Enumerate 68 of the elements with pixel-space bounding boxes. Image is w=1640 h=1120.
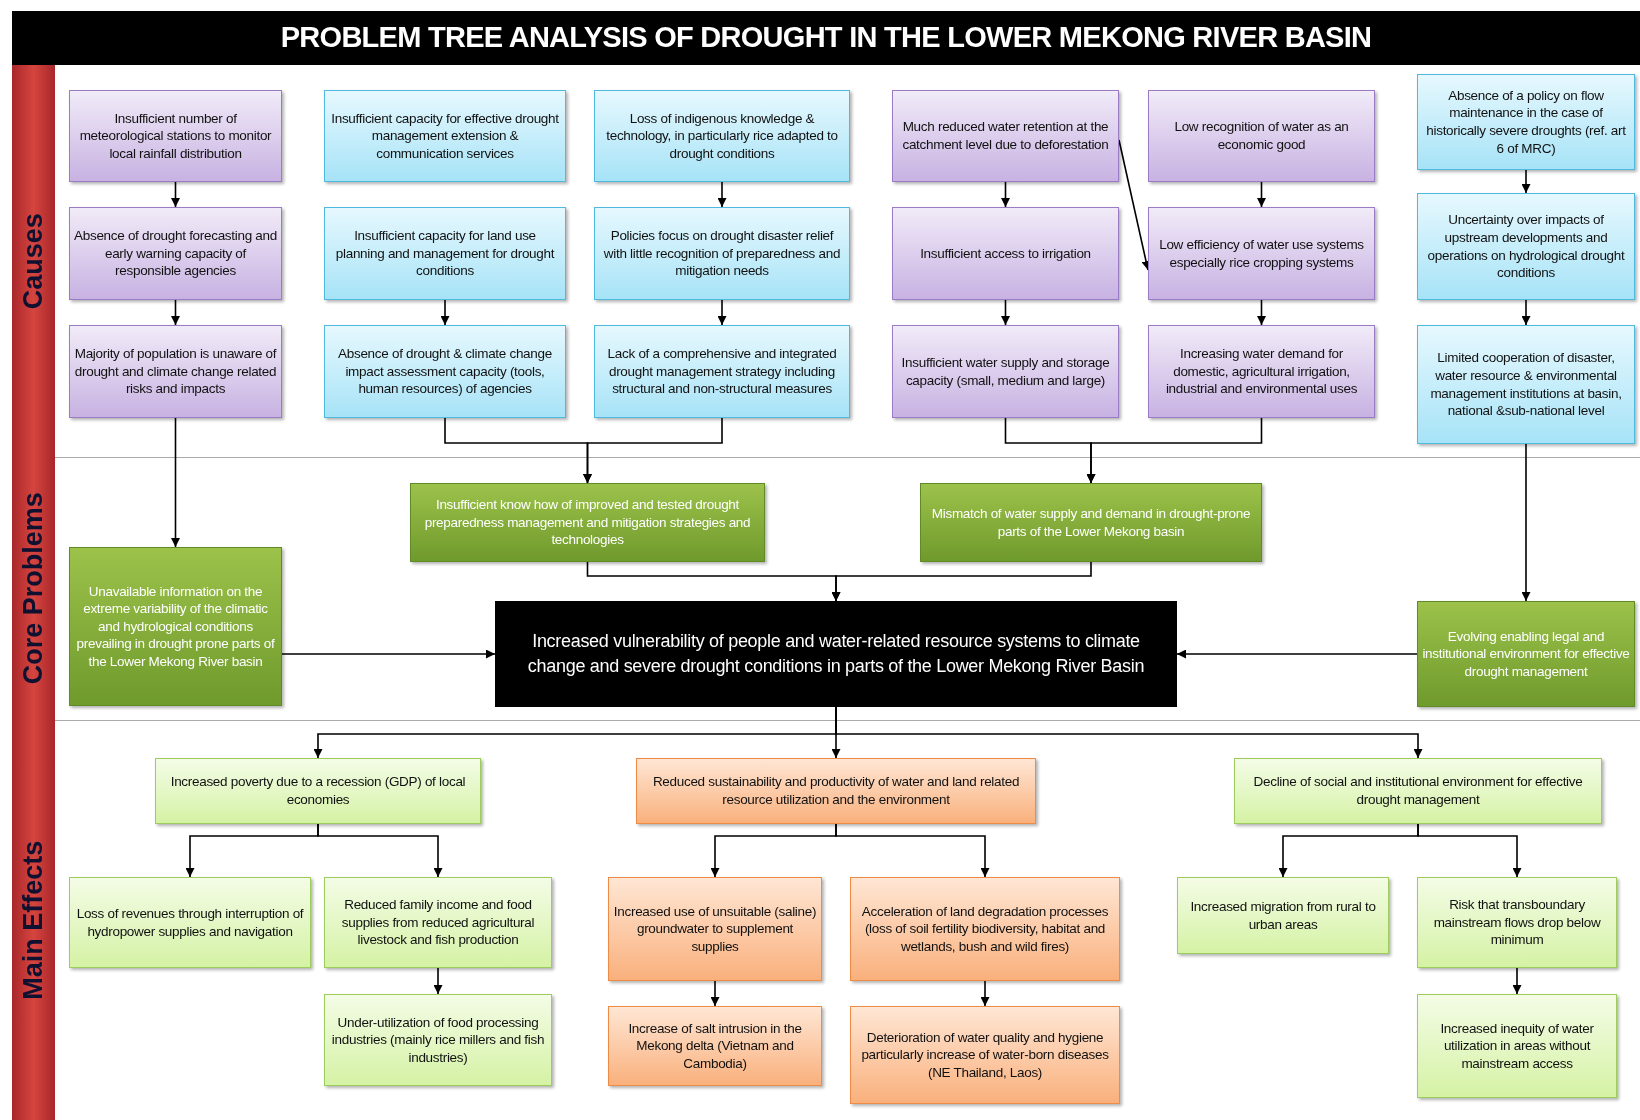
core-problem-box: Unavailable information on the extreme variability of the climatic and hydrological conditions prevailing in drought prone parts of the Lower Mekong River basin <box>69 547 282 706</box>
arrow <box>433 967 443 995</box>
cause-box: Insufficient capacity for effective drought management extension & communication services <box>324 90 566 182</box>
arrow <box>1521 443 1531 602</box>
cause-box: Majority of population is unaware of drought and climate change related risks and impacts <box>69 325 282 418</box>
arrow <box>583 417 723 484</box>
section-band <box>12 65 55 457</box>
core-problem-box: Increased vulnerability of people and water-related resource systems to climate change and severe drought conditions in parts of the Lower Mekong River Basin <box>495 601 1177 707</box>
cause-box: Loss of indigenous knowledge & technology, in particularly rice adapted to drought conditions <box>594 90 850 182</box>
cause-box: Much reduced water retention at the catchment level due to deforestation <box>892 90 1119 182</box>
arrow <box>1257 299 1266 326</box>
arrow <box>281 649 496 659</box>
section-label: Causes <box>17 212 50 310</box>
core-problem-box: Evolving enabling legal and institutional environment for effective drought management <box>1417 601 1635 707</box>
cause-box: Low efficiency of water use systems especially rice cropping systems <box>1148 207 1375 300</box>
effect-box: Increase of salt intrusion in the Mekong delta (Vietnam and Cambodia) <box>608 1006 822 1086</box>
cause-box: Increasing water demand for domestic, agricultural irrigation, industrial and environmental uses <box>1148 325 1375 418</box>
arrow <box>1001 299 1010 326</box>
arrow <box>1176 649 1418 659</box>
arrow <box>1417 823 1522 878</box>
arrow <box>1086 417 1263 484</box>
cause-box: Limited cooperation of disaster, water resource & environmental management institutions at basin, national &sub-national level <box>1417 325 1635 444</box>
arrow <box>440 299 450 326</box>
arrow <box>1512 967 1522 995</box>
arrow <box>1001 181 1010 208</box>
arrow <box>1521 169 1531 194</box>
arrow <box>171 417 180 548</box>
cause-box: Insufficient water supply and storage capacity (small, medium and large) <box>892 325 1119 418</box>
section-label: Core Problems <box>17 492 50 685</box>
section-label: Main Effects <box>17 840 50 1000</box>
effect-box: Increased use of unsuitable (saline) groundwater to supplement supplies <box>608 877 822 981</box>
effect-box: Reduced sustainability and productivity of water and land related resource utilization and the environment <box>636 758 1036 824</box>
effect-box: Reduced family income and food supplies from reduced agricultural livestock and fish production <box>324 877 552 968</box>
effect-box: Decline of social and institutional environment for effective drought management <box>1234 758 1602 824</box>
core-problem-box: Insufficient know how of improved and tested drought preparedness management and mitigation strategies and technologies <box>410 483 765 562</box>
effect-box: Loss of revenues through interruption of hydropower supplies and navigation <box>69 877 311 968</box>
cause-box: Insufficient capacity for land use planning and management for drought conditions <box>324 207 566 300</box>
section-band <box>12 720 55 1120</box>
arrow <box>717 181 727 208</box>
arrow <box>1521 299 1531 326</box>
arrow <box>835 823 990 878</box>
cause-box: Lack of a comprehensive and integrated drought management strategy including structural and non-structural measures <box>594 325 850 418</box>
arrow <box>317 823 443 878</box>
arrow <box>717 299 727 326</box>
cause-box: Insufficient number of meteorological stations to monitor local rainfall distribution <box>69 90 282 182</box>
effect-box: Under-utilization of food processing industries (mainly rice millers and fish industries) <box>324 994 552 1086</box>
effect-box: Increased poverty due to a recession (GDP) of local economies <box>155 758 481 824</box>
effect-box: Acceleration of land degradation processes (loss of soil fertility biodiversity, habitat and wetlands, bush and wild fires) <box>850 877 1120 981</box>
arrow <box>171 299 180 326</box>
cause-box: Low recognition of water as an economic good <box>1148 90 1375 182</box>
cause-box: Absence of drought forecasting and early warning capacity of responsible agencies <box>69 207 282 300</box>
cause-box: Insufficient access to irrigation <box>892 207 1119 300</box>
cause-box: Uncertainty over impacts of upstream developments and operations on hydrological drought conditions <box>1417 193 1635 300</box>
effect-box: Deterioration of water quality and hygiene particularly increase of water-born diseases (NE Thailand, Laos) <box>850 1006 1120 1104</box>
cause-box: Absence of drought & climate change impact assessment capacity (tools, human resources) of agencies <box>324 325 566 418</box>
arrow <box>835 706 1423 759</box>
effect-box: Increased inequity of water utilization in areas without mainstream access <box>1417 994 1617 1098</box>
core-problem-box: Mismatch of water supply and demand in drought-prone parts of the Lower Mekong basin <box>920 483 1262 562</box>
arrow <box>980 980 990 1007</box>
title-bar: PROBLEM TREE ANALYSIS OF DROUGHT IN THE LOWER MEKONG RIVER BASIN <box>12 11 1640 65</box>
arrow <box>831 561 1092 602</box>
effect-box: Increased migration from rural to urban areas <box>1177 877 1389 954</box>
arrow <box>1257 181 1266 208</box>
cause-box: Absence of a policy on flow maintenance in the case of historically severe droughts (ref. art 6 of MRC) <box>1417 74 1635 170</box>
arrow <box>710 980 720 1007</box>
effect-box: Risk that transboundary mainstream flows drop below minimum <box>1417 877 1617 968</box>
cause-box: Policies focus on drought disaster relief with little recognition of preparedness and mitigation needs <box>594 207 850 300</box>
arrow <box>171 181 180 208</box>
